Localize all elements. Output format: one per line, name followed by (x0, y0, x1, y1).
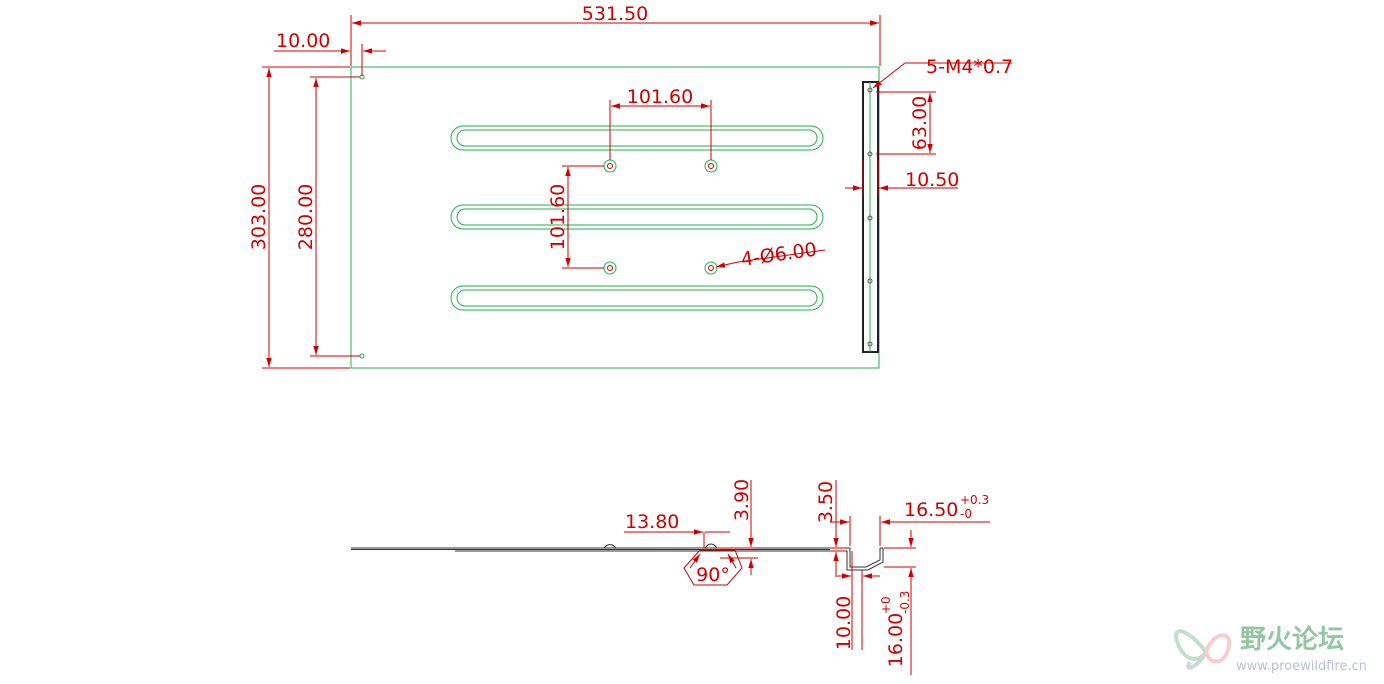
top-view: 531.50 10.00 303.00 280.00 101.60 101.60… (248, 3, 1013, 369)
flange-length-label: 16.50 (904, 499, 958, 521)
plate-outline (350, 66, 880, 369)
flange-length-tol-lower: -0 (960, 507, 972, 521)
flange-height-tol-lower: -0.3 (898, 591, 912, 614)
edge-offset-label: 10.00 (276, 30, 330, 52)
watermark: 野火论坛 www.proewildfire.cn (1174, 625, 1367, 674)
tapped-holes (867, 87, 873, 347)
flange-height-tol-upper: +0 (879, 596, 893, 614)
flange-length-tol-upper: +0.3 (960, 493, 989, 507)
flange-height-label: 16.00 (885, 613, 907, 667)
boss-spacing-h-label: 101.60 (627, 86, 693, 108)
butterfly-logo-icon (1174, 629, 1232, 670)
hole-spacing-vertical-label: 280.00 (295, 184, 317, 250)
plate-profile (351, 543, 884, 571)
bend-width-label: 13.80 (625, 511, 679, 533)
slots (450, 125, 824, 311)
slot (450, 204, 824, 230)
tap-callout-label: 5-M4*0.7 (926, 56, 1013, 78)
flange-width-label: 10.50 (905, 169, 959, 191)
side-view: 13.80 3.90 90° 3.50 10.00 16.50 +0.3 -0 … (351, 479, 990, 675)
tap-pitch-label: 63.00 (909, 96, 931, 150)
boss-callout-label: 4-Ø6.00 (740, 239, 819, 271)
bend-angle-label: 90° (696, 564, 730, 586)
overall-width-label: 531.50 (582, 3, 648, 25)
step-height-label: 3.50 (815, 481, 837, 523)
watermark-name: 野火论坛 (1240, 625, 1344, 655)
boss-spacing-v-label: 101.60 (547, 184, 569, 250)
bosses (603, 159, 718, 275)
bend-height-label: 3.90 (731, 479, 753, 521)
flange-depth-label: 10.00 (833, 596, 855, 650)
corner-hole (359, 353, 365, 359)
watermark-url: www.proewildfire.cn (1236, 659, 1367, 674)
slot (450, 285, 824, 311)
slot (450, 125, 824, 151)
overall-height-label: 303.00 (248, 184, 270, 250)
